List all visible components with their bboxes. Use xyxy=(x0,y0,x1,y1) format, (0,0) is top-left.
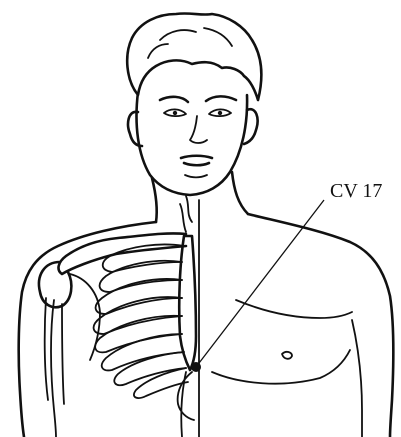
mouth xyxy=(181,156,212,166)
shoulder-joint xyxy=(39,262,71,307)
leader-line xyxy=(196,200,324,367)
left-arm-inner xyxy=(51,300,56,437)
right-pectoral-lower xyxy=(212,350,350,384)
right-nipple xyxy=(282,352,292,359)
trachea xyxy=(180,196,192,232)
sternum xyxy=(179,236,196,370)
right-arm-inner xyxy=(352,320,362,437)
left-pupil xyxy=(173,111,177,115)
neck-left xyxy=(152,178,157,222)
head xyxy=(127,13,261,195)
torso-outline xyxy=(19,200,394,437)
rib-6 xyxy=(102,334,184,370)
nose xyxy=(190,116,207,143)
costal-cartilage xyxy=(178,372,194,420)
acupoint-annotation xyxy=(191,200,324,372)
right-pectoral xyxy=(236,300,352,318)
cv17-point-marker xyxy=(191,362,201,372)
humerus xyxy=(45,298,64,404)
left-ear xyxy=(128,112,142,146)
hair xyxy=(127,13,261,100)
right-eyebrow xyxy=(206,96,236,101)
skeleton xyxy=(39,233,196,420)
cv17-label: CV 17 xyxy=(330,180,382,203)
neck-right xyxy=(232,172,248,214)
chin-line xyxy=(185,175,207,177)
neck xyxy=(152,172,248,232)
left-shoulder xyxy=(19,222,156,437)
right-pupil xyxy=(218,111,222,115)
left-eyebrow xyxy=(160,97,188,102)
right-shoulder xyxy=(248,214,393,437)
